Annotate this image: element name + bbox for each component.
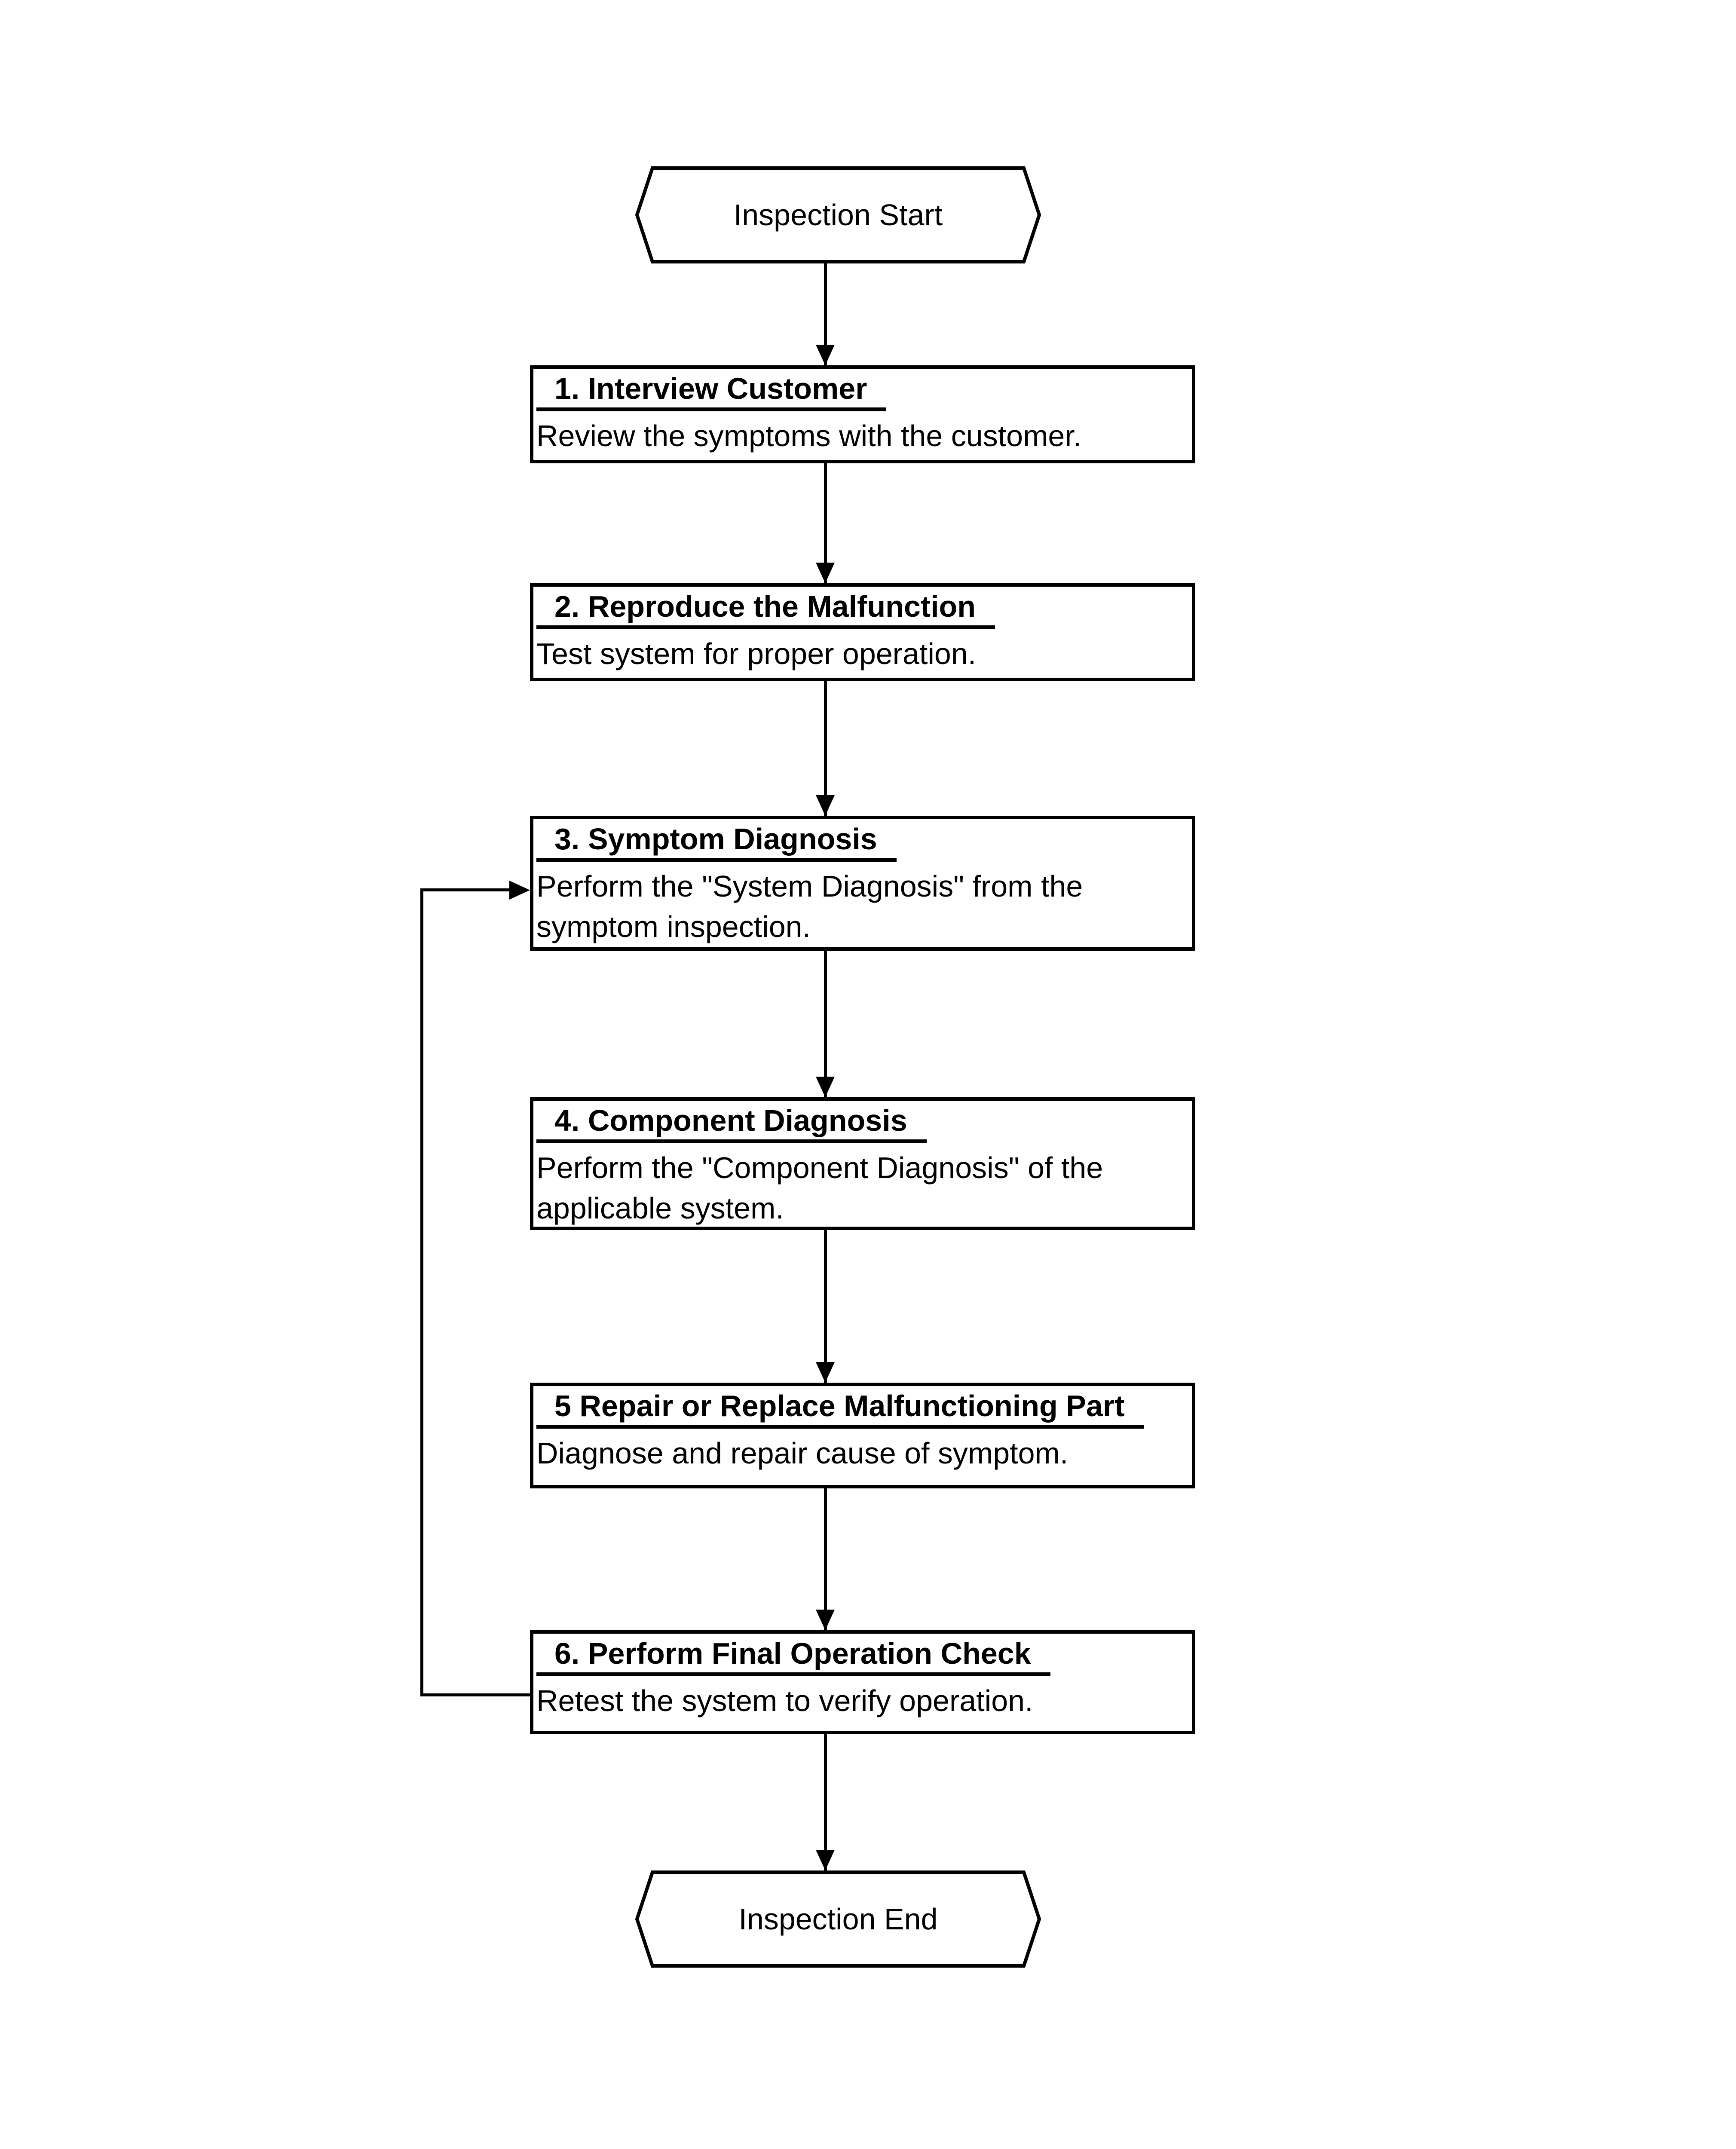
step-1-title: 1. Interview Customer	[536, 373, 887, 411]
step-1-description: Review the symptoms with the customer.	[536, 419, 1082, 453]
step-6-title: 6. Perform Final Operation Check	[536, 1638, 1050, 1676]
step-4-title: 4. Component Diagnosis	[536, 1105, 927, 1143]
connector-start-to-step1	[824, 263, 827, 365]
hexagon-shape	[635, 166, 1041, 263]
step-box-5: 5 Repair or Replace Malfunctioning Part …	[530, 1383, 1195, 1488]
arrowhead-feedback-into-step3	[509, 881, 530, 900]
end-label: Inspection End	[738, 1902, 938, 1936]
arrowhead-into-step3	[816, 795, 835, 816]
connector-step1-to-step2	[824, 463, 827, 583]
step-3-title: 3. Symptom Diagnosis	[536, 823, 897, 862]
connector-step6-to-end	[824, 1734, 827, 1870]
step-6-description: Retest the system to verify operation.	[536, 1684, 1033, 1717]
step-3-description: Perform the "System Diagnosis" from the …	[536, 869, 1083, 943]
step-box-2: 2. Reproduce the Malfunction Test system…	[530, 583, 1195, 681]
end-terminator: Inspection End	[635, 1870, 1041, 1968]
arrowhead-into-step5	[816, 1362, 835, 1383]
step-box-4: 4. Component Diagnosis Perform the "Comp…	[530, 1097, 1195, 1230]
feedback-line-bottom	[420, 1693, 530, 1696]
step-5-title: 5 Repair or Replace Malfunctioning Part	[536, 1390, 1144, 1429]
step-4-description: Perform the "Component Diagnosis" of the…	[536, 1151, 1103, 1225]
connector-step5-to-step6	[824, 1488, 827, 1630]
step-5-description: Diagnose and repair cause of symptom.	[536, 1436, 1069, 1470]
arrowhead-into-end	[816, 1850, 835, 1870]
step-2-description: Test system for proper operation.	[536, 637, 977, 670]
arrowhead-into-step2	[816, 563, 835, 583]
arrowhead-into-step6	[816, 1610, 835, 1630]
connector-step2-to-step3	[824, 681, 827, 816]
connector-step4-to-step5	[824, 1230, 827, 1383]
feedback-line-vertical	[420, 888, 423, 1696]
feedback-line-top	[420, 888, 512, 891]
connector-step3-to-step4	[824, 951, 827, 1097]
step-box-6: 6. Perform Final Operation Check Retest …	[530, 1630, 1195, 1734]
step-box-3: 3. Symptom Diagnosis Perform the "System…	[530, 816, 1195, 951]
arrowhead-into-step4	[816, 1077, 835, 1097]
step-box-1: 1. Interview Customer Review the symptom…	[530, 365, 1195, 463]
arrowhead-into-step1	[816, 345, 835, 365]
start-terminator: Inspection Start	[635, 166, 1041, 263]
step-2-title: 2. Reproduce the Malfunction	[536, 591, 995, 629]
start-label: Inspection Start	[733, 198, 943, 232]
hexagon-shape	[635, 1870, 1041, 1968]
